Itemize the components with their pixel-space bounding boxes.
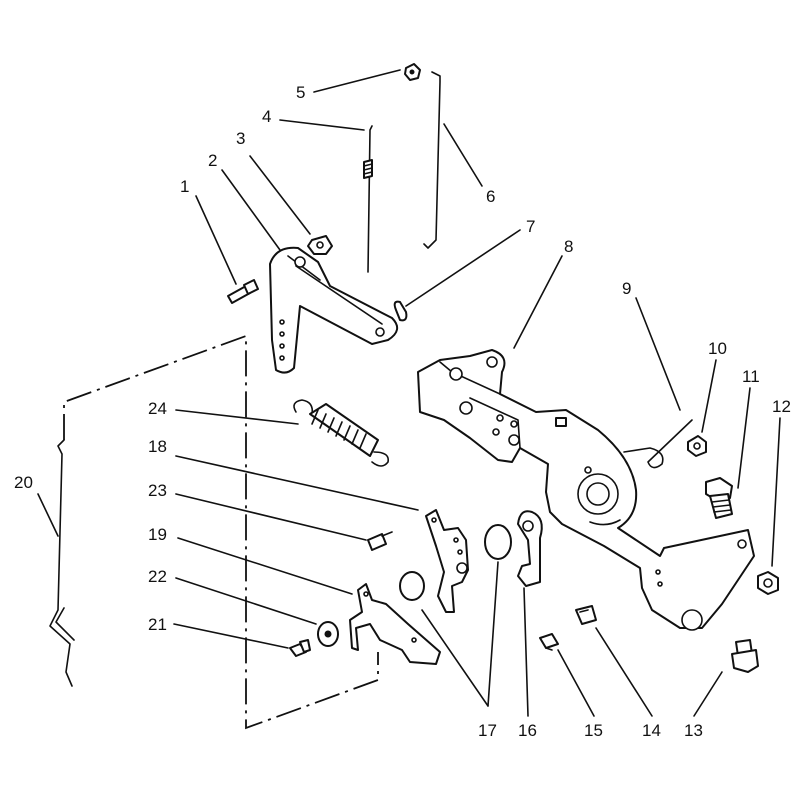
part-16-cam bbox=[517, 510, 543, 587]
callout-5: 5 bbox=[296, 83, 305, 102]
leader-lines bbox=[37, 69, 781, 717]
part-20-wire-link bbox=[49, 439, 75, 687]
part-7-clip bbox=[393, 300, 408, 322]
callout-24: 24 bbox=[148, 399, 167, 418]
part-11-bolt bbox=[705, 477, 733, 519]
part-23-screw bbox=[367, 531, 393, 551]
callout-22: 22 bbox=[148, 567, 167, 586]
part-24-spring bbox=[293, 399, 390, 467]
part-15-screw bbox=[539, 633, 559, 651]
part-10-nut bbox=[687, 435, 707, 457]
part-9-spring bbox=[623, 419, 693, 469]
callout-8: 8 bbox=[564, 237, 573, 256]
part-12-nut bbox=[757, 571, 779, 595]
callout-11: 11 bbox=[742, 367, 760, 386]
callout-21: 21 bbox=[148, 615, 167, 634]
part-8-main-bracket bbox=[417, 349, 755, 631]
part-2-lever bbox=[269, 246, 399, 374]
callout-15: 15 bbox=[584, 721, 603, 740]
part-3-nut bbox=[307, 235, 333, 255]
callout-14: 14 bbox=[642, 721, 661, 740]
callout-19: 19 bbox=[148, 525, 167, 544]
callout-7: 7 bbox=[526, 217, 535, 236]
callout-9: 9 bbox=[622, 279, 631, 298]
callout-16: 16 bbox=[518, 721, 537, 740]
part-18-lever bbox=[425, 509, 469, 613]
callout-17: 17 bbox=[478, 721, 497, 740]
part-13-bolt bbox=[731, 639, 759, 673]
part-1-screw bbox=[227, 279, 259, 304]
callout-13: 13 bbox=[684, 721, 703, 740]
callout-4: 4 bbox=[262, 107, 271, 126]
callout-1: 1 bbox=[180, 177, 189, 196]
part-22-washer bbox=[317, 621, 339, 647]
part-5-nut bbox=[404, 63, 421, 81]
part-17-washers bbox=[399, 524, 512, 601]
part-6-link-rod bbox=[423, 71, 441, 249]
part-21-screw bbox=[289, 639, 311, 657]
callout-6: 6 bbox=[486, 187, 495, 206]
part-19-bracket bbox=[349, 583, 441, 665]
callout-2: 2 bbox=[208, 151, 217, 170]
callout-numbers: 1 2 3 4 5 6 7 8 9 10 11 12 13 14 15 16 1… bbox=[14, 83, 791, 740]
callout-3: 3 bbox=[236, 129, 245, 148]
callout-12: 12 bbox=[772, 397, 791, 416]
callout-18: 18 bbox=[148, 437, 167, 456]
group-bracket-lines bbox=[63, 334, 379, 730]
callout-20: 20 bbox=[14, 473, 33, 492]
part-14-clip bbox=[575, 605, 597, 625]
part-4-rod bbox=[363, 125, 373, 273]
callout-23: 23 bbox=[148, 481, 167, 500]
callout-10: 10 bbox=[708, 339, 727, 358]
